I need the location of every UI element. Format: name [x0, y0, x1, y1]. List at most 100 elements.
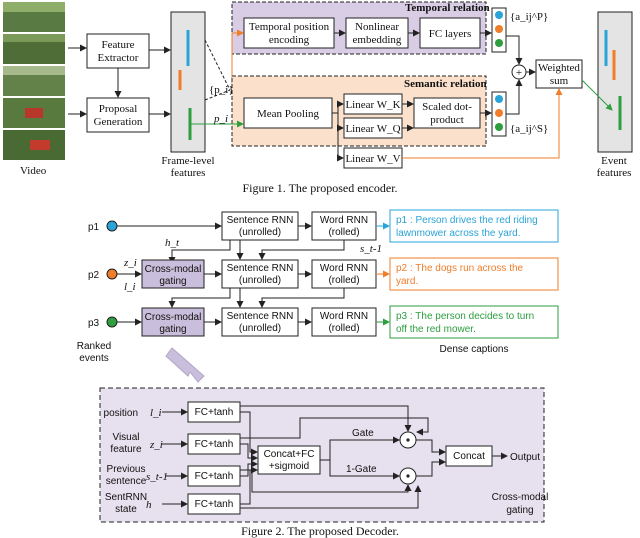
scaled-dot-product-box — [413, 97, 481, 129]
sentence-rnn-3-line1: Sentence RNN — [227, 311, 294, 322]
p3-dot — [106, 316, 118, 328]
video-label: Video — [20, 165, 47, 177]
event-features-column — [597, 11, 633, 153]
st1-label: s_t-1 — [360, 243, 382, 255]
nonlinear-embedding-box — [345, 17, 409, 49]
sentence-rnn-1-line1: Sentence RNN — [227, 215, 294, 226]
prev-sentence-line1: Previous — [107, 464, 146, 475]
linear-wk-label: Linear W_K — [345, 99, 400, 111]
caption-p3-box — [389, 305, 559, 339]
frame-level-line2: features — [171, 167, 206, 179]
linear-wq-label: Linear W_Q — [345, 123, 400, 135]
figure2-caption: Figure 2. The proposed Decoder. — [241, 524, 399, 538]
sentrnn-state-line2: state — [115, 504, 137, 515]
cross-modal-gating-3 — [141, 307, 205, 337]
word-rnn-1 — [311, 211, 377, 241]
visual-feature-line1: Visual — [112, 432, 139, 443]
fc-tanh-4: FC+tanh — [195, 499, 234, 510]
feature-extractor-line2: Extractor — [98, 52, 139, 64]
ranked-events-line1: Ranked — [77, 341, 111, 352]
word-rnn-2-line1: Word RNN — [320, 263, 368, 274]
word-rnn-3-line1: Word RNN — [320, 311, 368, 322]
dense-captions-label: Dense captions — [440, 344, 509, 355]
figure1-caption: Figure 1. The proposed encoder. — [242, 181, 397, 195]
proposals-set-label: {p_i} — [209, 84, 234, 96]
video-frames — [3, 2, 65, 160]
attention-p-label: {a_ij^P} — [510, 11, 548, 23]
zoom-arrow — [165, 347, 205, 383]
pi-label: p_i — [213, 113, 228, 125]
proposal-generation-box — [86, 97, 150, 133]
weighted-sum-line2: sum — [550, 75, 569, 87]
st1-detail-label: s_t-1 — [146, 471, 168, 483]
word-rnn-1-line1: Word RNN — [320, 215, 368, 226]
sentence-rnn-3 — [221, 307, 299, 337]
ht-label: h_t — [165, 237, 180, 249]
p1-dot — [106, 220, 118, 232]
visual-feature-line2: feature — [110, 444, 142, 455]
nonlinear-line1: Nonlinear — [355, 21, 399, 33]
temporal-position-line1: Temporal position — [249, 21, 330, 33]
feature-extractor-line1: Feature — [102, 39, 135, 51]
semantic-relation-title: Semantic relation — [404, 78, 487, 90]
p3-label: p3 — [88, 318, 100, 329]
concat-fc-sigmoid-box — [257, 445, 321, 475]
cross-modal-2-line2: gating — [159, 276, 186, 287]
mean-pooling-label: Mean Pooling — [257, 108, 320, 120]
caption-p3-line1: p3 : The person decides to turn — [396, 311, 534, 322]
one-gate-label: 1-Gate — [346, 464, 377, 475]
li-detail-label: l_i — [150, 407, 162, 419]
gate-label: Gate — [352, 428, 374, 439]
zi-detail-label: z_i — [149, 439, 163, 451]
proposal-generation-line1: Proposal — [99, 103, 138, 115]
caption-p1-line1: p1 : Person drives the red riding — [396, 215, 538, 226]
concat-label: Concat — [453, 451, 485, 462]
ht1-detail-label: h — [146, 499, 152, 511]
event-features-line1: Event — [601, 155, 627, 167]
concat-fc-line2: +sigmoid — [269, 461, 309, 472]
cross-modal-2-line1: Cross-modal — [145, 264, 202, 275]
li-label: l_i — [124, 281, 136, 293]
attention-s-label: {a_ij^S} — [510, 123, 548, 135]
sentence-rnn-2-line1: Sentence RNN — [227, 263, 294, 274]
sentrnn-state-line1: SentRNN — [105, 492, 147, 503]
cross-modal-gating-title-1: Cross-modal — [492, 492, 549, 503]
fc-layers-label: FC layers — [429, 28, 471, 40]
plus-sign: + — [516, 67, 522, 79]
cross-modal-gating-title-2: gating — [506, 505, 533, 516]
zi-label: z_i — [123, 257, 137, 269]
weighted-sum-line1: Weighted — [538, 62, 580, 74]
word-rnn-2-line2: (rolled) — [328, 275, 359, 286]
sentence-rnn-2 — [221, 259, 299, 289]
sentence-rnn-1-line2: (unrolled) — [239, 227, 281, 238]
mean-pooling-box — [243, 97, 333, 129]
linear-wv-label: Linear W_V — [345, 153, 400, 165]
proposal-generation-line2: Generation — [94, 116, 143, 128]
p2-label: p2 — [88, 270, 100, 281]
concat-fc-line1: Concat+FC — [264, 449, 315, 460]
cross-modal-3-line1: Cross-modal — [145, 312, 202, 323]
event-features-line2: features — [597, 167, 632, 179]
word-rnn-3-line2: (rolled) — [328, 323, 359, 334]
fc-tanh-2: FC+tanh — [195, 439, 234, 450]
sentence-rnn-3-line2: (unrolled) — [239, 323, 281, 334]
output-label: Output — [510, 452, 540, 463]
frame-level-line1: Frame-level — [161, 155, 214, 167]
temporal-relation-title: Temporal relation — [405, 2, 490, 14]
cross-modal-3-line2: gating — [159, 324, 186, 335]
nonlinear-line2: embedding — [353, 34, 402, 46]
temporal-position-line2: encoding — [269, 34, 310, 46]
caption-p3-line2: off the red mower. — [396, 324, 476, 335]
p2-dot — [106, 268, 118, 280]
prev-sentence-line2: sentence — [106, 476, 147, 487]
caption-p1-box — [389, 209, 559, 243]
ranked-events-line2: events — [79, 353, 108, 364]
caption-p2-line1: p2 : The dogs run across the — [396, 263, 524, 274]
scaled-dot-line2: product — [430, 114, 464, 126]
caption-p2-box — [389, 257, 559, 291]
p1-label: p1 — [88, 222, 100, 233]
caption-p2-line2: yard. — [396, 276, 418, 287]
word-rnn-1-line2: (rolled) — [328, 227, 359, 238]
sentence-rnn-1 — [221, 211, 299, 241]
